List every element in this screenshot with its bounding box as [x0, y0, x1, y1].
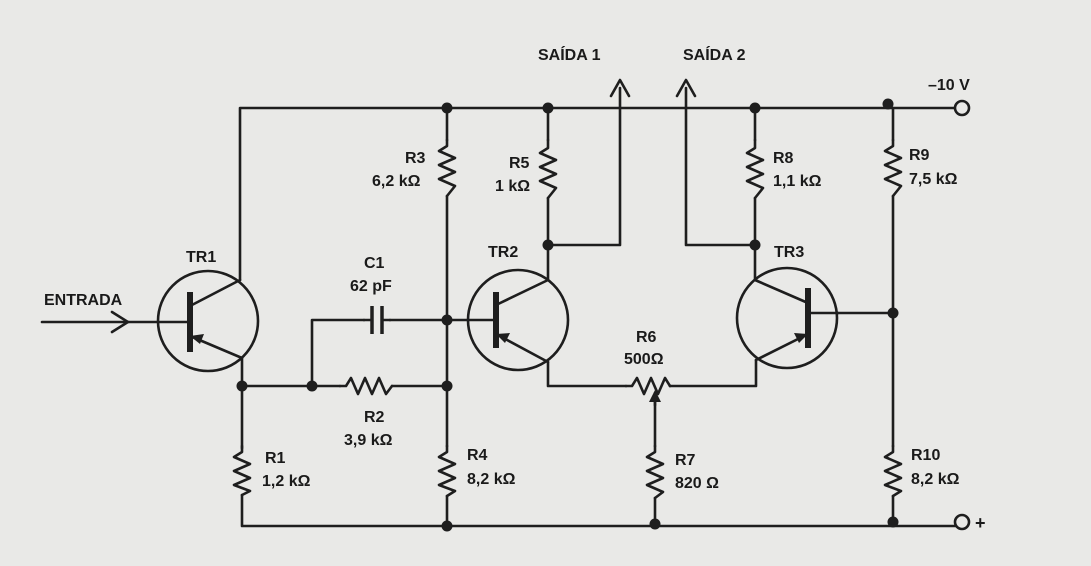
r4-resistor [437, 444, 457, 498]
r1-name: R1 [265, 450, 286, 467]
r3-value: 6,2 kΩ [372, 173, 421, 190]
r1-value: 1,2 kΩ [262, 473, 311, 490]
junction-dot [441, 102, 453, 114]
r4-value: 8,2 kΩ [467, 471, 516, 488]
tr1-transistor [156, 269, 260, 373]
output2-label: SAÍDA 2 [683, 45, 746, 64]
output1-wire [546, 86, 622, 247]
tr1-label: TR1 [186, 249, 216, 266]
r6-value: 500Ω [624, 351, 664, 368]
text-labels: ENTRADA SAÍDA 1 SAÍDA 2 –10 V + TR1 TR2 … [44, 45, 986, 533]
junction-dot [441, 380, 453, 392]
junction-dot [887, 307, 899, 319]
r10-name: R10 [911, 447, 940, 464]
tr2-transistor [466, 268, 570, 372]
input-arrow [110, 310, 130, 334]
c1-value: 62 pF [350, 278, 392, 295]
r2-name: R2 [364, 409, 385, 426]
r8-resistor [745, 138, 765, 200]
r9-resistor [883, 138, 903, 198]
r5-resistor [538, 138, 558, 200]
tr2-emitter-to-r6 [546, 360, 628, 388]
tr3-label: TR3 [774, 244, 804, 261]
r10-resistor [883, 444, 903, 498]
positive-supply-rail [240, 493, 960, 528]
output1-arrow [609, 78, 631, 98]
junction-dot [542, 102, 554, 114]
r7-value: 820 Ω [675, 475, 719, 492]
junction-dot [542, 239, 554, 251]
junction-dot [749, 102, 761, 114]
r10-value: 8,2 kΩ [911, 471, 960, 488]
r3-resistor [437, 138, 457, 198]
r6-wiper-arrow [649, 390, 661, 402]
r3-name: R3 [405, 150, 426, 167]
output2-arrow [675, 78, 697, 98]
r6-to-tr3-emitter [668, 358, 758, 388]
r4-name: R4 [467, 447, 488, 464]
output1-label: SAÍDA 1 [538, 45, 601, 64]
c1-capacitor [362, 306, 392, 334]
r2-resistor [338, 376, 394, 396]
r1-resistor [232, 444, 252, 497]
tr2-label: TR2 [488, 244, 518, 261]
negative-supply-rail [238, 106, 960, 282]
junction-dot [749, 239, 761, 251]
r7-resistor [645, 444, 665, 500]
junction-dot [306, 380, 318, 392]
junction-dot [882, 98, 894, 110]
junction-dots [236, 98, 899, 532]
r5-value: 1 kΩ [495, 178, 530, 195]
r9-name: R9 [909, 147, 930, 164]
r6-resistor [624, 376, 672, 396]
junction-dot [441, 314, 453, 326]
input-label: ENTRADA [44, 292, 123, 309]
r5-name: R5 [509, 155, 530, 172]
r8-name: R8 [773, 150, 794, 167]
junction-dot [887, 516, 899, 528]
r2-value: 3,9 kΩ [344, 432, 393, 449]
junction-dot [649, 518, 661, 530]
r9-value: 7,5 kΩ [909, 171, 958, 188]
resistors [232, 138, 903, 500]
c1-left-wire [310, 318, 366, 388]
positive-supply-terminal [953, 513, 971, 531]
junction-dot [441, 520, 453, 532]
junction-dot [236, 380, 248, 392]
r8-value: 1,1 kΩ [773, 173, 822, 190]
output2-wire [684, 86, 757, 247]
c1-name: C1 [364, 255, 385, 272]
positive-supply-label: + [975, 513, 986, 533]
tr3-transistor [735, 266, 840, 370]
negative-supply-label: –10 V [928, 77, 970, 94]
wires [40, 86, 960, 528]
r7-name: R7 [675, 452, 696, 469]
r6-name: R6 [636, 329, 657, 346]
negative-supply-terminal [953, 99, 971, 117]
